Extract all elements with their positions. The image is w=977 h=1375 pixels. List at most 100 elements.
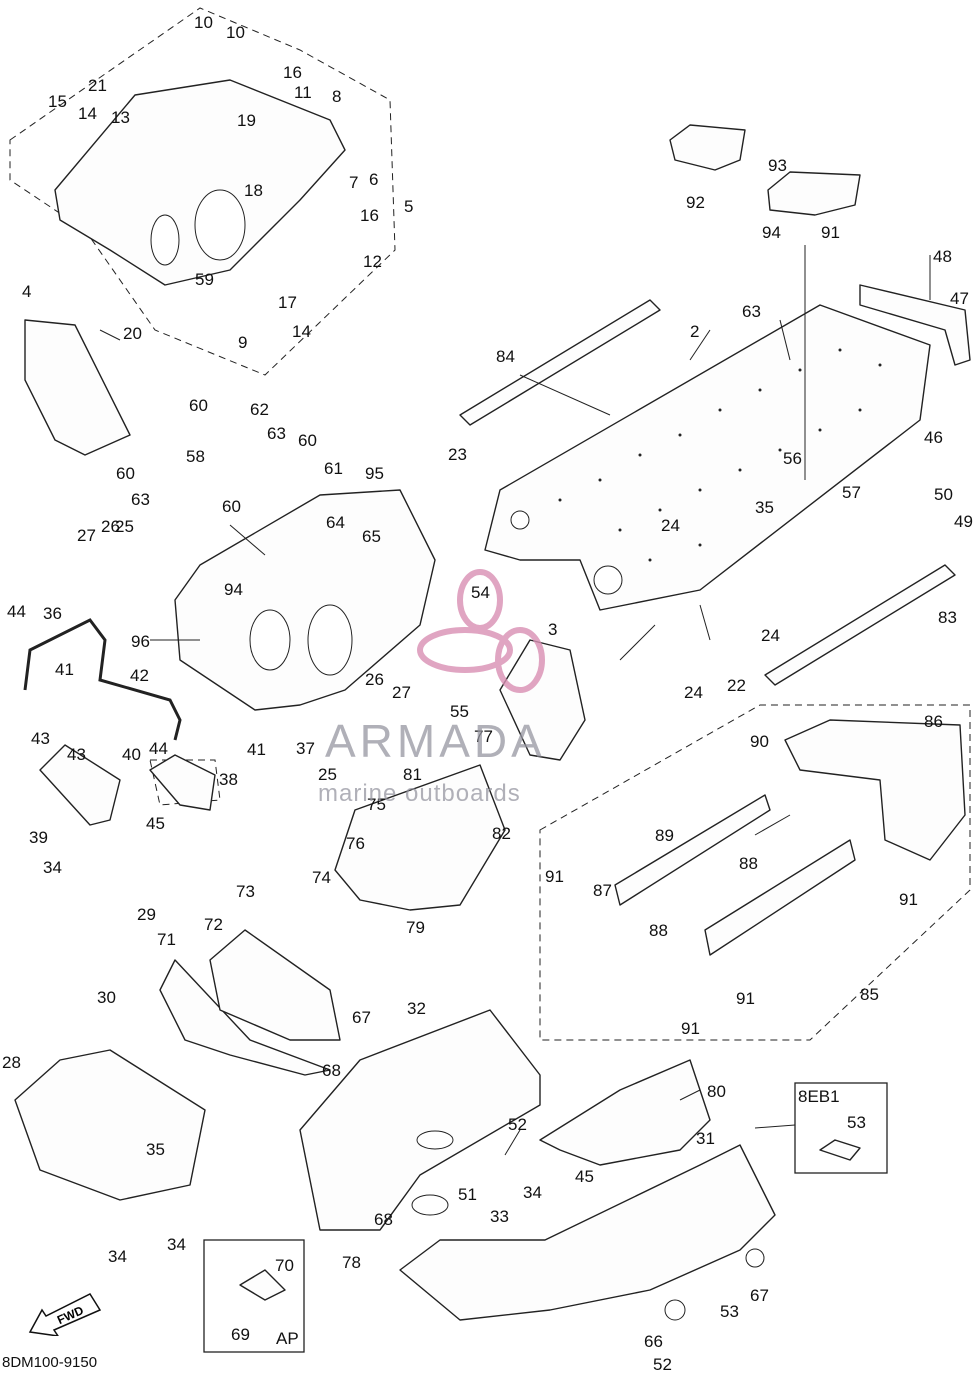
callout-60: 60	[189, 396, 208, 415]
support-3-shape	[499, 639, 586, 761]
callout-79: 79	[406, 918, 425, 937]
callout-63: 63	[267, 424, 286, 443]
callout-88: 88	[649, 921, 668, 940]
callout-5: 5	[404, 197, 413, 216]
callout-43: 43	[67, 745, 86, 764]
rail-89-shape	[704, 839, 856, 956]
front-frame-1-shape	[174, 489, 436, 711]
callout-14: 14	[78, 104, 97, 123]
inset-8EB1-box	[794, 1082, 888, 1174]
callout-94: 94	[762, 223, 781, 242]
callout-7: 7	[349, 173, 358, 192]
callout-47: 47	[950, 289, 969, 308]
callout-41: 41	[247, 740, 266, 759]
callout-39: 39	[29, 828, 48, 847]
frame-2-rivets	[558, 348, 882, 562]
watermark-title: ARMADA	[325, 715, 546, 767]
callout-61: 61	[324, 459, 343, 478]
callout-43: 43	[31, 729, 50, 748]
callout-27: 27	[77, 526, 96, 545]
callout-8: 8	[332, 87, 341, 106]
callout-44: 44	[149, 739, 168, 758]
callout-75: 75	[367, 795, 386, 814]
callout-67: 67	[750, 1286, 769, 1305]
callout-80: 80	[707, 1082, 726, 1101]
rail-90-shape	[614, 794, 771, 906]
callout-22: 22	[727, 676, 746, 695]
callout-58: 58	[186, 447, 205, 466]
callout-37: 37	[296, 739, 315, 758]
watermark-logo	[417, 569, 545, 693]
callout-69: 69	[231, 1325, 250, 1344]
floor-32-shape	[299, 1009, 541, 1231]
callout-48: 48	[933, 247, 952, 266]
part-70-shape	[239, 1269, 286, 1301]
watermark-subtitle: marine outboards	[318, 780, 521, 807]
cover-28-shape	[14, 1049, 206, 1201]
callout-91: 91	[545, 867, 564, 886]
callout-91: 91	[681, 1019, 700, 1038]
callout-64: 64	[326, 513, 345, 532]
grommet-69	[411, 1194, 449, 1216]
callout-34: 34	[523, 1183, 542, 1202]
callout-60: 60	[298, 431, 317, 450]
cap-67	[664, 1299, 686, 1321]
callout-76: 76	[346, 834, 365, 853]
callout-10: 10	[194, 13, 213, 32]
callout-56: 56	[783, 449, 802, 468]
callout-54: 54	[471, 583, 490, 602]
callout-53: 53	[720, 1302, 739, 1321]
callout-13: 13	[111, 108, 130, 127]
part-93-shape	[669, 124, 746, 171]
callout-34: 34	[167, 1235, 186, 1254]
callout-15: 15	[48, 92, 67, 111]
callout-34: 34	[108, 1247, 127, 1266]
bracket-39-shape	[149, 754, 216, 811]
pan-31-shape	[399, 1144, 776, 1321]
callout-25: 25	[115, 517, 134, 536]
front-frame-1-opening	[307, 604, 353, 676]
fwd-arrow-icon: FWD	[28, 1293, 102, 1336]
callout-25: 25	[318, 765, 337, 784]
callout-63: 63	[131, 490, 150, 509]
callout-11: 11	[294, 83, 312, 102]
part-54-shape	[819, 1139, 861, 1161]
frame-2-shape	[484, 304, 931, 611]
callout-46: 46	[924, 428, 943, 447]
callout-53: 53	[847, 1113, 866, 1132]
callout-84: 84	[496, 347, 515, 366]
floor-32-opening	[416, 1130, 454, 1150]
callout-6: 6	[369, 170, 378, 189]
callout-36: 36	[43, 604, 62, 623]
callout-92: 92	[686, 193, 705, 212]
callout-73: 73	[236, 882, 255, 901]
callout-77: 77	[474, 727, 493, 746]
cover-77-shape	[334, 764, 506, 911]
pan-81-shape	[539, 1059, 711, 1166]
inset-8EB1-code: 8EB1	[798, 1087, 840, 1106]
callout-45: 45	[146, 814, 165, 833]
callout-89: 89	[655, 826, 674, 845]
callout-18: 18	[244, 181, 263, 200]
group-86-outline	[539, 704, 971, 1041]
group-5-outline	[9, 7, 396, 376]
callout-88: 88	[739, 854, 758, 873]
callout-52: 52	[508, 1115, 527, 1134]
callout-51: 51	[458, 1185, 477, 1204]
callout-32: 32	[407, 999, 426, 1018]
callout-60: 60	[116, 464, 135, 483]
callout-35: 35	[146, 1140, 165, 1159]
callout-29: 29	[137, 905, 156, 924]
callout-93: 93	[768, 156, 787, 175]
callout-86: 86	[924, 712, 943, 731]
rail-85-shape	[459, 299, 661, 426]
callout-35: 35	[755, 498, 774, 517]
upper-frame-opening	[194, 189, 246, 261]
callout-81: 81	[403, 765, 422, 784]
callout-68: 68	[374, 1210, 393, 1229]
front-frame-1-opening-2	[249, 609, 291, 671]
upper-frame-opening-2	[150, 214, 180, 266]
callout-57: 57	[842, 483, 861, 502]
rail-84-shape	[764, 564, 956, 686]
